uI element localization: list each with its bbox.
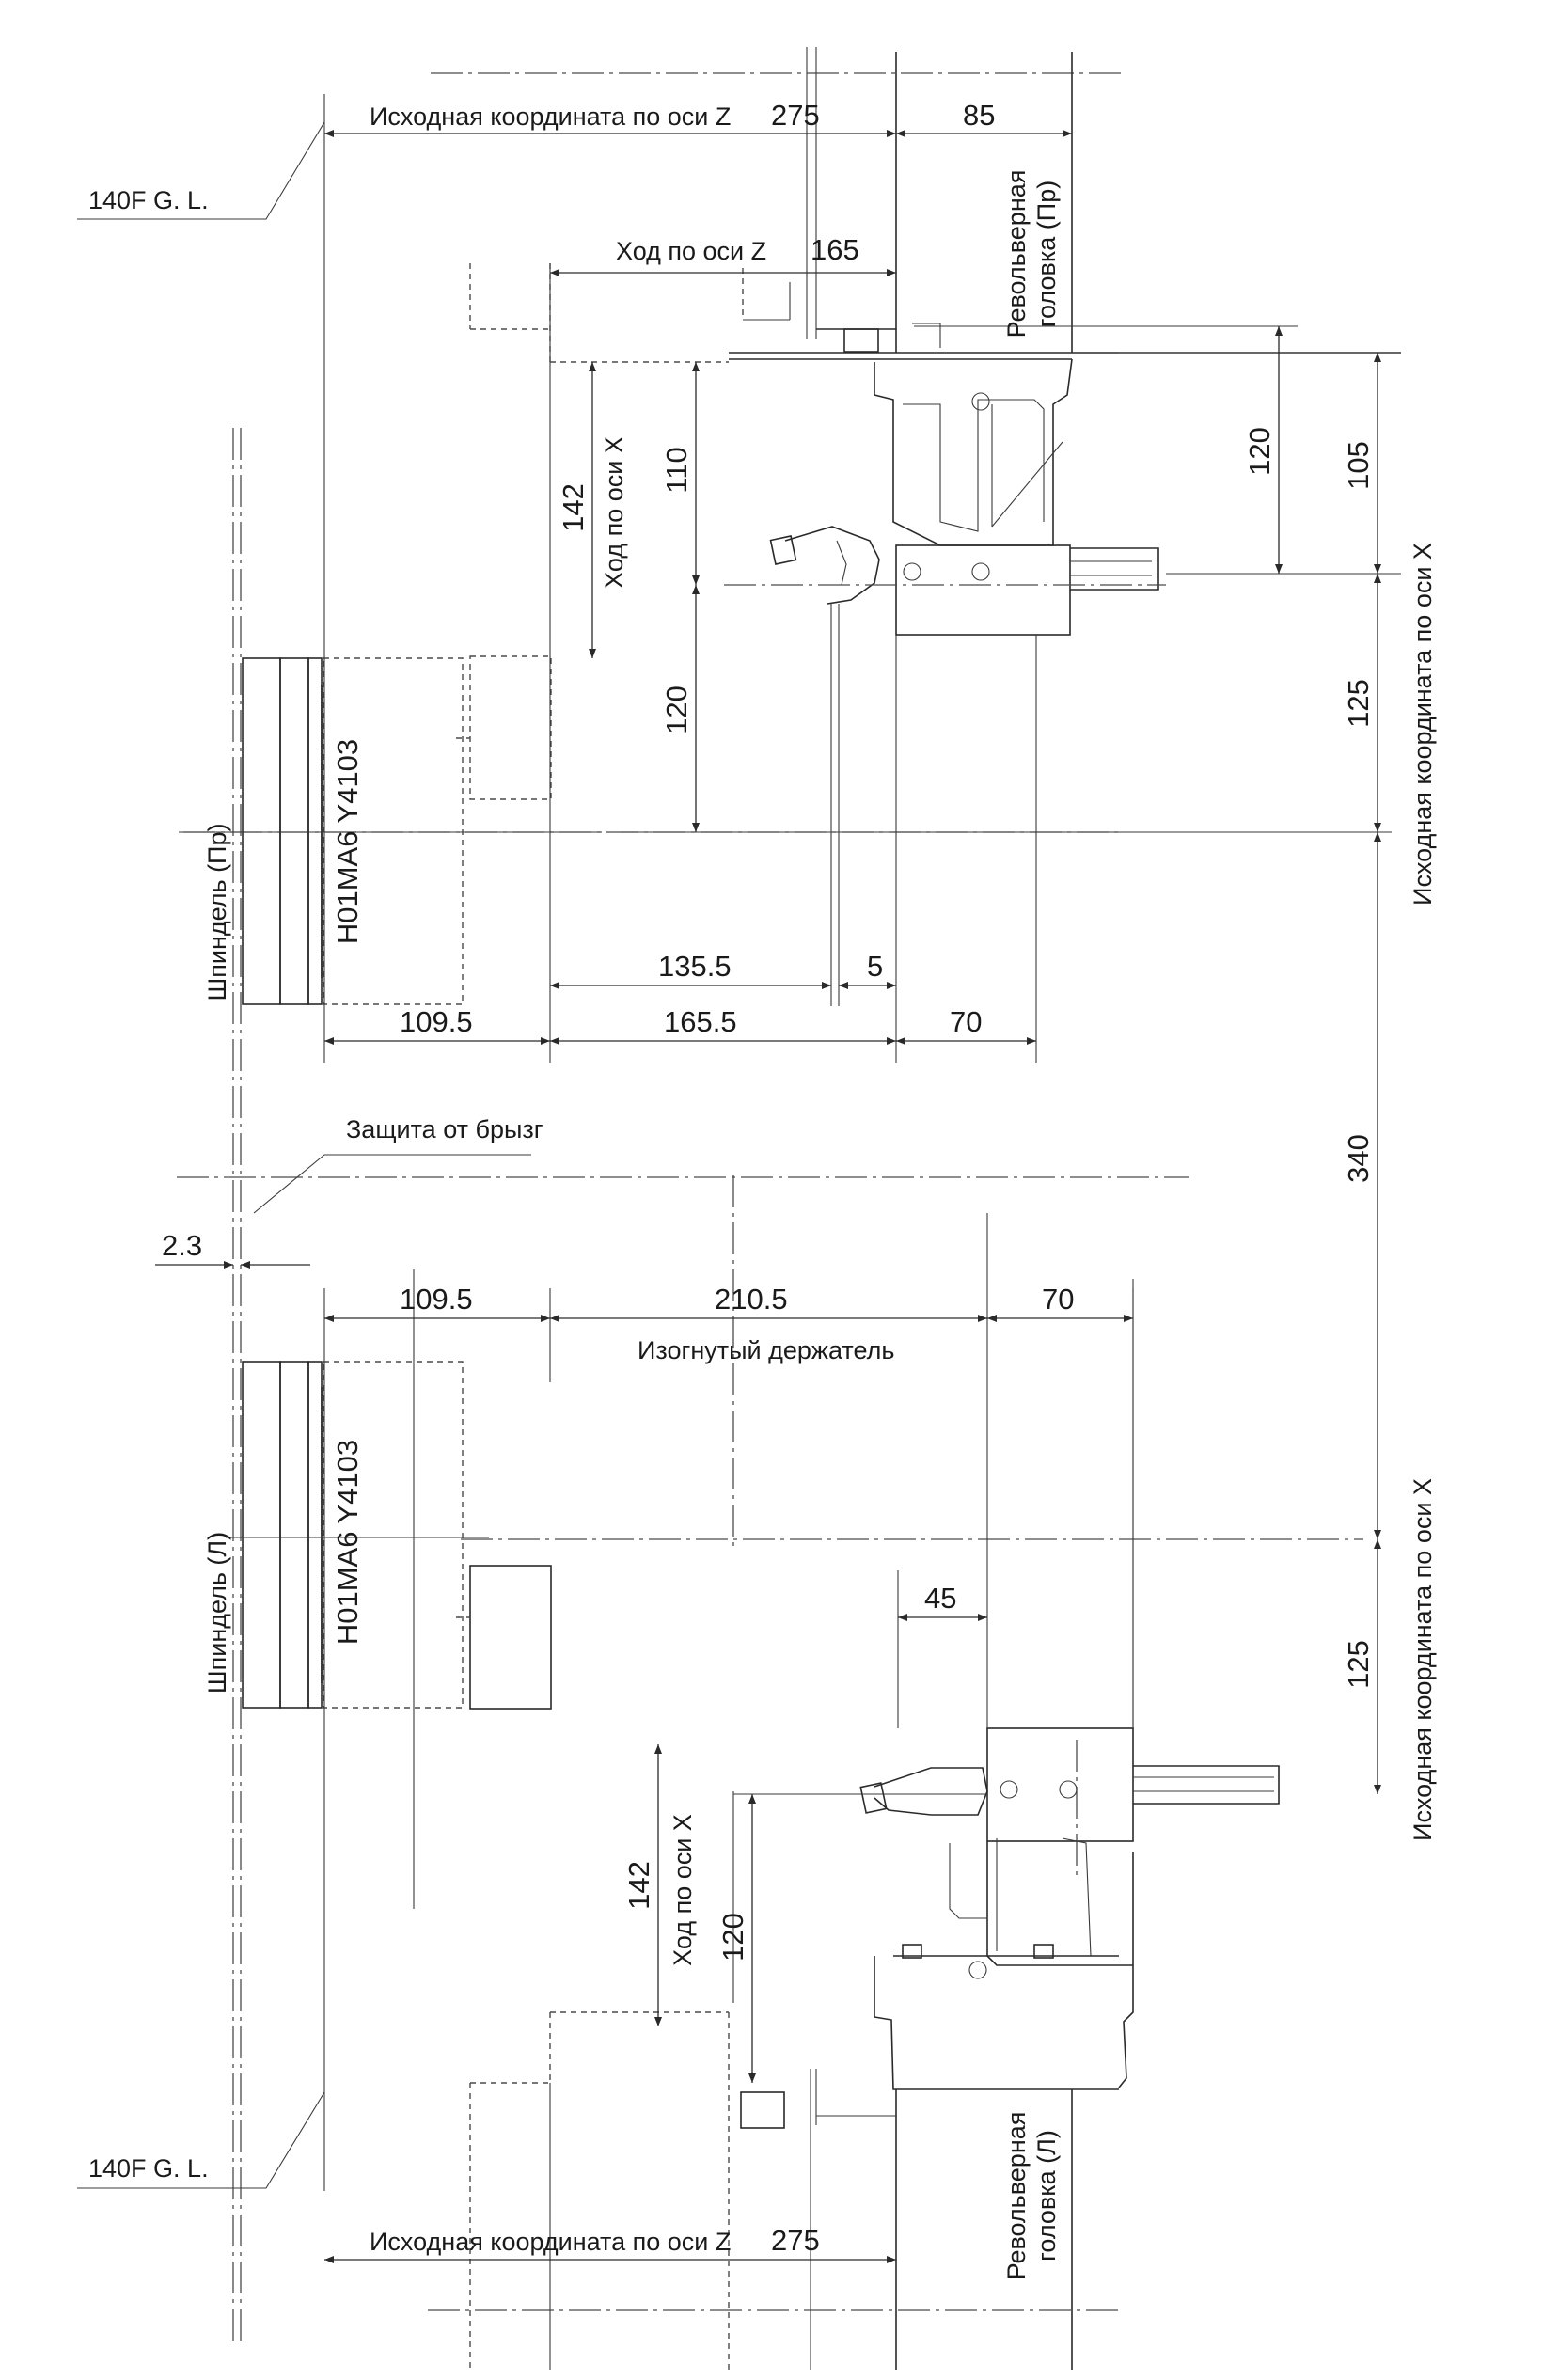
dim-70-bottom: 70 (1042, 1283, 1074, 1316)
chuck-label-top: H01MA6 Y4103 (331, 739, 364, 944)
spindle-right-label: Шпиндель (Пр) (203, 824, 231, 1001)
dim-45: 45 (924, 1582, 956, 1615)
center-lines (177, 72, 1363, 2346)
dim-340: 340 (1342, 1134, 1375, 1183)
gl-label-bottom: 140F G. L. (88, 2154, 209, 2183)
spindle-right (179, 655, 602, 1005)
z-origin-label-top: Исходная координата по оси Z (370, 102, 731, 131)
dim-120-top: 120 (660, 686, 693, 734)
dim-275-bottom: 275 (771, 2224, 820, 2257)
dim-142-bottom: 142 (622, 1861, 655, 1910)
dim-135-5: 135.5 (658, 950, 732, 983)
dimension-lines (155, 130, 1381, 2263)
dim-165-5: 165.5 (664, 1005, 737, 1038)
dim-70-top: 70 (950, 1005, 982, 1038)
turret-left-assembly (469, 1213, 1280, 2370)
dim-142-top: 142 (557, 483, 590, 532)
splash-guard-label: Защита от брызг (346, 1115, 543, 1143)
x-stroke-label-top: Ход по оси X (600, 436, 628, 589)
x-origin-label-right: Исходная координата по оси X (1409, 543, 1437, 906)
chuck-label-bottom: H01MA6 Y4103 (331, 1440, 364, 1645)
x-stroke-label-bottom: Ход по оси X (669, 1814, 697, 1966)
dim-109-5-bottom: 109.5 (400, 1283, 473, 1316)
dimension-values: 275 85 165 135.5 5 109.5 165.5 70 2.3 10… (162, 99, 1375, 2257)
dim-2-3: 2.3 (162, 1229, 202, 1262)
dim-125-bottom: 125 (1342, 1640, 1375, 1689)
turret-left-label-1: Револьверная (1002, 2112, 1031, 2280)
gl-label-top: 140F G. L. (88, 186, 209, 214)
leader-lines (77, 121, 531, 2189)
dim-105: 105 (1342, 441, 1375, 490)
dim-109-5-top: 109.5 (400, 1005, 473, 1038)
z-slide-box-top (469, 263, 729, 363)
dim-120-bottom: 120 (716, 1913, 749, 1962)
z-stroke-label: Ход по оси Z (616, 237, 766, 265)
spindle-left (226, 1361, 552, 1710)
turret-right-label-1: Револьверная (1002, 170, 1031, 339)
bent-holder-label: Изогнутый держатель (638, 1336, 894, 1364)
dim-210-5: 210.5 (715, 1283, 788, 1316)
dim-85: 85 (963, 99, 995, 132)
dim-120-right: 120 (1243, 427, 1276, 476)
turret-left-label-2: головка (Л) (1032, 2130, 1061, 2262)
dim-110: 110 (660, 447, 693, 493)
dim-125-top: 125 (1342, 679, 1375, 728)
z-origin-label-bottom: Исходная координата по оси Z (370, 2228, 731, 2256)
turret-right-label-2: головка (Пр) (1032, 181, 1061, 327)
dim-5: 5 (867, 950, 883, 983)
dim-275-top: 275 (771, 99, 820, 132)
x-origin-label-left: Исходная координата по оси X (1409, 1478, 1437, 1841)
turret-right-assembly (621, 47, 1401, 1006)
text-labels: 140F G. L. 140F G. L. Исходная координат… (88, 102, 1437, 2279)
spindle-left-label: Шпиндель (Л) (203, 1532, 231, 1694)
extension-lines (323, 94, 1401, 2191)
dim-165: 165 (811, 233, 859, 266)
